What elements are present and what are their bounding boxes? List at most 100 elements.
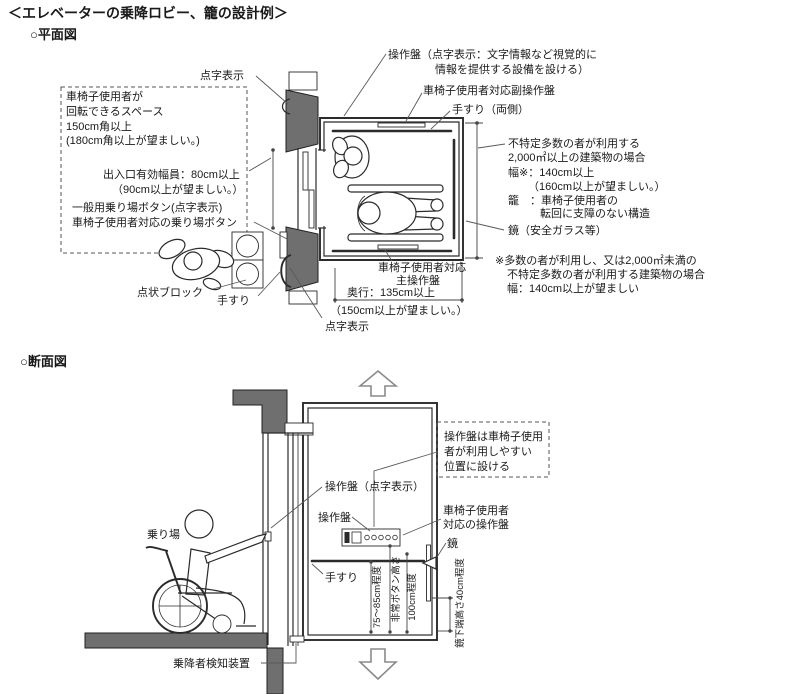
walking-person-figure (158, 238, 235, 291)
label-kagami-sec: 鏡 (447, 536, 458, 550)
label-right-note: 籠 ：車椅子使用者の (508, 193, 618, 207)
turning-space-text: 150cm角以上 (66, 120, 132, 133)
leader-tenji-bottom (289, 267, 323, 319)
section-view-drawing: 乗り場 操作盤（点字表示） 操作盤 操作盤は車椅子使用 者が利用しやすい 位置に… (84, 369, 550, 694)
leader-tenjo-block (212, 279, 247, 290)
car-inner-wall (323, 121, 460, 257)
head (184, 509, 214, 539)
turning-space-text: 車椅子使用者が (66, 89, 143, 103)
label-panel-note: 者が利用しやすい (444, 444, 532, 458)
hall-call-button (264, 531, 272, 542)
sliding-door-panel (302, 151, 309, 191)
car-outer-wall (319, 117, 464, 261)
leader-tenji-top (255, 75, 289, 105)
leader-kenchi (261, 643, 297, 664)
leader-tesuri-sec (311, 563, 324, 575)
label-sousaban: 操作盤（点字表示：文字情報など視覚的に (388, 47, 597, 61)
leg (195, 587, 246, 625)
label-sousaban: 情報を提供する設備を設ける） (435, 62, 589, 76)
label-main-sousaban: 主操作盤 (396, 273, 440, 287)
sub-control-panel (377, 122, 426, 128)
shaft-wall-below (266, 647, 284, 694)
leader-deiriguchi (248, 157, 272, 172)
plan-view-heading: ○平面図 (30, 27, 77, 42)
label-dim-hijo: 非常ボタン高さ (390, 556, 402, 623)
up-arrow (357, 369, 399, 397)
label-note: ※多数の者が利用し、又は2,000㎡未満の (495, 253, 697, 267)
turning-space-dashed-box (60, 86, 248, 254)
label-note: 幅：140cm以上が望ましい (507, 281, 639, 295)
car-outer-section (302, 402, 438, 641)
wheelchair-user-figure-plan (347, 184, 444, 242)
label-tesuri-sec: 手すり (325, 570, 358, 584)
label-dim-100: 100cm程度 (406, 573, 418, 621)
down-arrow (357, 648, 399, 681)
front-caster (212, 614, 232, 634)
pointing-arm (204, 533, 268, 564)
label-okuyuki: （150cm以上が望ましい。） (330, 303, 468, 317)
label-main-sousaban: 車椅子使用者対応 (378, 260, 466, 274)
label-dim-tesuri: 75～85cm程度 (371, 565, 383, 628)
label-note: 不特定多数の者が利用する建築物の場合 (507, 267, 705, 281)
mirror-section (426, 544, 431, 602)
turning-space-text: 回転できるスペース (66, 105, 163, 118)
label-taiou-panel: 車椅子使用者 (443, 503, 509, 517)
push-handle (145, 545, 169, 552)
car-inner-section (307, 407, 433, 636)
lobby-wall-handrail (280, 254, 292, 288)
door-header-box (284, 422, 314, 436)
leader-width-note (477, 143, 506, 149)
page-title: ＜エレベーターの乗降ロビー、籠の設計例＞ (8, 5, 288, 21)
hoistway-wall-lower (285, 226, 319, 292)
leader-fuku-sousaban (405, 92, 423, 122)
label-kagami: 鏡（安全ガラス等） (508, 223, 607, 237)
leader-sousaban (343, 53, 387, 117)
wheelchair-user-figure-section (145, 509, 268, 634)
main-control-panel (377, 244, 419, 250)
leader-taiou-panel (402, 518, 442, 536)
label-deiriguchi: 出入口有効幅員：80cm以上 (103, 167, 240, 181)
label-taiou-panel: 対応の操作盤 (443, 517, 509, 531)
car-control-panel-section (341, 528, 401, 547)
frame (181, 595, 221, 623)
label-fuku-sousaban: 車椅子使用者対応副操作盤 (423, 83, 555, 97)
lobby-wall-lintel (232, 389, 288, 434)
rear-wheel (152, 578, 208, 634)
panel-note-dashed-box (436, 421, 550, 478)
leader-sousaban-sec (351, 516, 371, 532)
label-tesuri-ryogawa: 手すり（両側） (452, 102, 529, 116)
passenger-sensor (289, 635, 305, 643)
leader-sousaban-tenji (270, 486, 323, 529)
label-dim-kagami: 鏡下端高さ40cm程度 (454, 558, 466, 648)
kagami-arrowhead (421, 556, 437, 570)
leader-panel-note (373, 451, 438, 527)
label-right-note: 転回に支障のない構造 (540, 206, 650, 220)
plan-view-drawing: 車椅子使用者が 回転できるスペース 150cm角以上 (180cm角以上が望まし… (60, 47, 705, 333)
leader-kagami-sec (436, 542, 447, 558)
hall-call-button-panel (279, 231, 288, 259)
label-right-note: 不特定多数の者が利用する (508, 136, 640, 150)
label-noriba-button: 一般用乗り場ボタン(点字表示) (72, 200, 222, 214)
label-okuyuki: 奥行：135cm以上 (347, 285, 435, 299)
leader-main-sousaban (384, 249, 393, 262)
label-tenji-top: 点字表示 (200, 68, 244, 82)
braille-sign (281, 98, 291, 115)
label-right-note: （160cm以上が望ましい。） (528, 179, 666, 193)
label-right-note: 2,000㎡以上の建築物の場合 (508, 150, 646, 164)
leader-noriba-button (253, 221, 288, 240)
torso (185, 548, 211, 596)
label-deiriguchi: （90cm以上が望ましい。） (112, 182, 243, 196)
label-sousaban-tenji: 操作盤（点字表示） (325, 479, 424, 493)
leader-tesuri-lobby (257, 271, 281, 297)
leader-tesuri-ryogawa (430, 110, 451, 130)
label-noriba-button: 車椅子使用者対応の乗り場ボタン (72, 215, 237, 229)
label-noriba: 乗り場 (147, 528, 180, 541)
turning-space-text: (180cm角以上が望ましい。) (66, 133, 200, 147)
wall-edge (288, 290, 318, 305)
hoistway-wall-upper (285, 89, 319, 153)
wall-edge (288, 71, 318, 91)
label-tesuri-lobby: 手すり (217, 293, 250, 307)
standing-person-figure (332, 135, 370, 179)
